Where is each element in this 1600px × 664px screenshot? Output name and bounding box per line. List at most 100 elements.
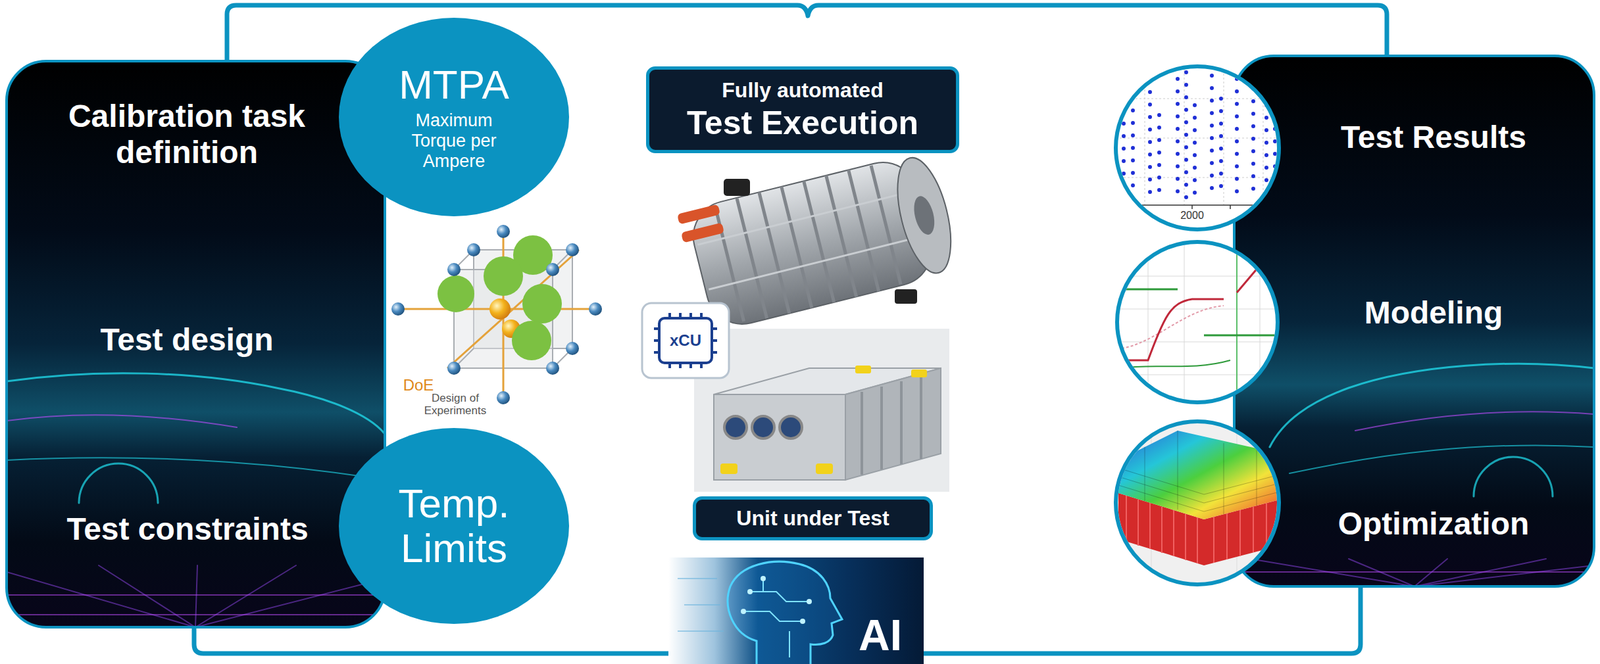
panel-ground bbox=[6, 61, 385, 628]
ai-picture bbox=[677, 578, 724, 632]
line-chart bbox=[1115, 242, 1279, 403]
chip-icon bbox=[653, 313, 718, 369]
panel-ground bbox=[1234, 363, 1595, 587]
doe-cube bbox=[467, 243, 481, 257]
panel-ground bbox=[78, 463, 158, 504]
inverter-picture bbox=[911, 369, 927, 378]
stage-heading: Test constraints bbox=[32, 511, 343, 548]
line-chart bbox=[1246, 243, 1256, 253]
doe-cube bbox=[391, 225, 602, 405]
scatter-chart bbox=[1115, 65, 1279, 206]
stage-heading: Modeling bbox=[1278, 294, 1589, 331]
ai-picture bbox=[806, 599, 812, 605]
doe-cube bbox=[391, 302, 405, 316]
ai-picture bbox=[743, 578, 810, 658]
stage-heading: Calibration task definition bbox=[61, 98, 312, 171]
doe-cube bbox=[588, 302, 602, 316]
inverter-picture bbox=[694, 328, 950, 493]
panel-ground bbox=[1234, 55, 1595, 587]
box-caption: Fully automated bbox=[721, 78, 883, 103]
line-chart bbox=[1121, 305, 1224, 349]
box-title: Unit under Test bbox=[736, 506, 889, 531]
doe-cube bbox=[511, 321, 552, 361]
doe-caption: Design of Experiments bbox=[418, 392, 493, 418]
doe-cube bbox=[546, 361, 560, 375]
chip-label: xCU bbox=[662, 332, 709, 350]
doe-cube bbox=[546, 263, 560, 277]
doe-cube bbox=[496, 391, 510, 405]
inverter-picture bbox=[855, 365, 872, 374]
ai-picture bbox=[740, 609, 747, 615]
line-chart bbox=[1236, 243, 1238, 403]
line-chart bbox=[1115, 242, 1279, 403]
scatter-chart bbox=[1123, 72, 1275, 201]
panel-ground bbox=[6, 415, 237, 428]
surface-chart bbox=[1115, 421, 1279, 585]
doe-cube bbox=[437, 275, 475, 313]
ai-picture bbox=[668, 557, 924, 664]
chip-icon bbox=[642, 303, 729, 379]
panel-ground bbox=[1234, 571, 1595, 574]
motor-picture bbox=[685, 149, 962, 332]
panel-ground bbox=[1234, 55, 1595, 587]
circle-title: Temp. Limits bbox=[375, 481, 533, 572]
inverter-picture bbox=[713, 394, 846, 481]
motor-picture bbox=[714, 164, 902, 325]
ai-picture bbox=[668, 557, 924, 664]
doe-cube bbox=[447, 263, 461, 277]
inverter-picture bbox=[779, 416, 802, 439]
doe-cube bbox=[565, 342, 579, 356]
motor-picture bbox=[723, 178, 750, 197]
panel-ground bbox=[1473, 457, 1553, 497]
doe-cube bbox=[447, 361, 461, 375]
execution-box: Fully automatedTest Execution bbox=[646, 66, 960, 154]
circle-subtitle: Maximum Torque per Ampere bbox=[394, 110, 514, 172]
doe-cube bbox=[489, 298, 511, 320]
stage-heading: Optimization bbox=[1278, 505, 1589, 543]
panel-ground bbox=[1234, 55, 1595, 587]
panel-ground bbox=[6, 373, 385, 628]
unit-box: Unit under Test bbox=[692, 496, 933, 541]
inverter-picture bbox=[694, 328, 950, 493]
motor-picture bbox=[894, 289, 918, 304]
inverter-picture bbox=[724, 416, 747, 439]
line-chart bbox=[1117, 242, 1278, 403]
panel-ground bbox=[1289, 445, 1595, 474]
scatter-chart bbox=[1115, 66, 1279, 230]
scatter-chart bbox=[1115, 65, 1279, 230]
ai-label: AI bbox=[840, 611, 920, 660]
inverter-picture bbox=[861, 375, 922, 475]
inverter-picture bbox=[751, 416, 775, 439]
line-chart bbox=[1118, 360, 1231, 369]
panel-ground bbox=[6, 61, 385, 628]
chip-icon bbox=[659, 318, 712, 364]
doe-cube bbox=[565, 243, 579, 257]
panel-ground bbox=[1355, 411, 1595, 431]
surface-chart bbox=[1115, 421, 1279, 585]
line-chart bbox=[1115, 242, 1279, 403]
surface-chart bbox=[1115, 421, 1280, 585]
doe-cube bbox=[496, 225, 510, 239]
inverter-picture bbox=[815, 463, 833, 475]
inverter-picture bbox=[845, 368, 941, 481]
ai-picture bbox=[727, 561, 843, 664]
doe-cube bbox=[483, 256, 524, 297]
stage-panel: Calibration task definitionTest designTe… bbox=[6, 61, 385, 628]
surface-chart bbox=[1115, 421, 1280, 585]
ai-picture bbox=[800, 619, 806, 625]
axis-tick-label: 2000 bbox=[1172, 209, 1212, 222]
doe-cube bbox=[522, 284, 562, 324]
stage-heading: Test Results bbox=[1278, 119, 1589, 156]
panel-ground bbox=[1269, 363, 1595, 448]
box-title: Test Execution bbox=[686, 105, 919, 142]
motor-picture bbox=[887, 152, 961, 279]
circle-title: MTPA bbox=[398, 62, 510, 108]
goal-circle: MTPAMaximum Torque per Ampere bbox=[338, 17, 570, 217]
stage-heading: Test design bbox=[35, 321, 339, 358]
panel-ground bbox=[6, 457, 385, 481]
surface-chart bbox=[1115, 421, 1279, 585]
motor-picture bbox=[910, 194, 939, 237]
chip-icon bbox=[642, 303, 729, 379]
panel-ground bbox=[6, 61, 385, 628]
